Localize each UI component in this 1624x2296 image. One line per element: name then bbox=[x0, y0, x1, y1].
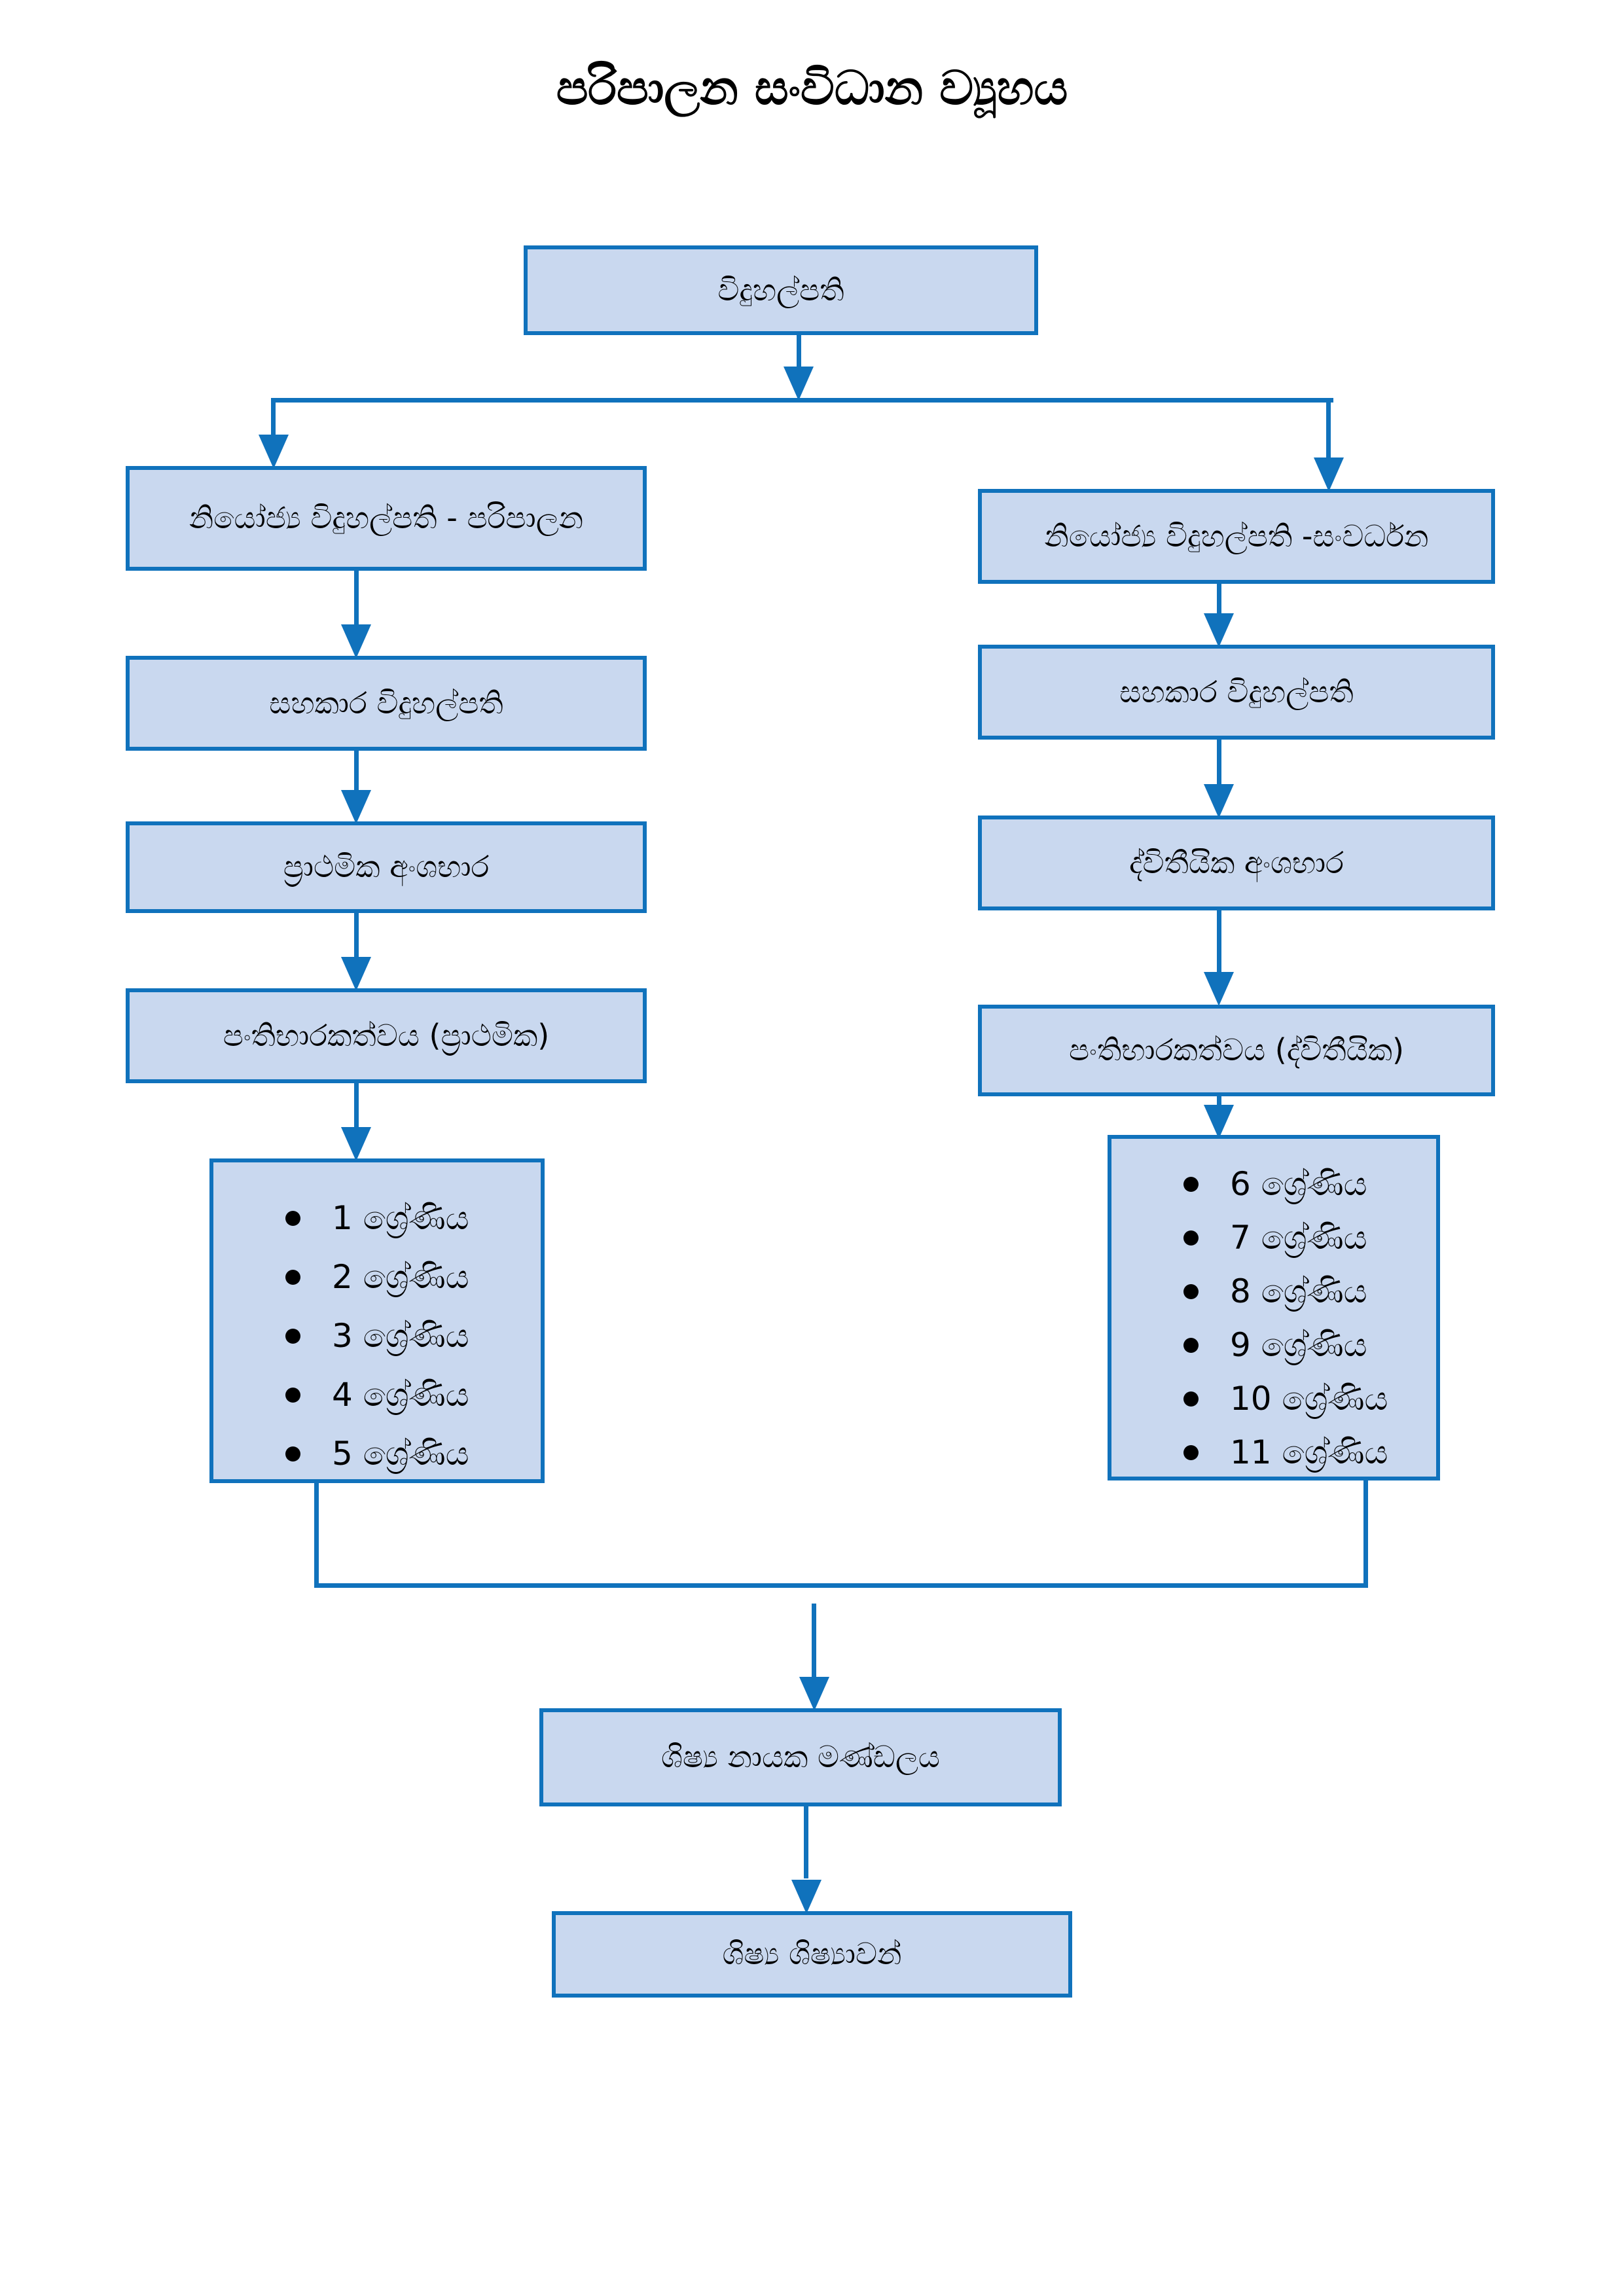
bullet-dot bbox=[1183, 1176, 1199, 1192]
arrowhead-students bbox=[791, 1880, 821, 1914]
arrowhead-left-1 bbox=[341, 624, 371, 658]
grade-list-secondary: 6 ශ්‍රේණිය 7 ශ්‍රේණිය 8 ශ්‍රේණිය 9 ශ්‍රේණිය… bbox=[1111, 1139, 1436, 1479]
grade-label: 11 ශ්‍රේණිය bbox=[1230, 1433, 1388, 1471]
bullet-dot bbox=[1183, 1391, 1199, 1407]
connector-right-4-stem bbox=[1217, 1095, 1221, 1113]
connector-left-4-stem bbox=[354, 1082, 359, 1130]
arrowhead-right-3 bbox=[1204, 972, 1234, 1006]
connector-left-1-stem bbox=[354, 570, 359, 627]
grade-label: 3 ශ්‍රේණිය bbox=[332, 1316, 469, 1355]
grade-item: 7 ශ්‍රේණිය bbox=[1183, 1211, 1436, 1265]
grade-item: 5 ශ්‍රේණිය bbox=[285, 1424, 541, 1483]
connector-right-3-stem bbox=[1217, 909, 1221, 975]
connector-right-1-stem bbox=[1217, 583, 1221, 615]
grade-item: 6 ශ්‍රේණිය bbox=[1183, 1157, 1436, 1211]
bullet-dot bbox=[1183, 1230, 1199, 1246]
connector-branch-right-stem bbox=[1326, 398, 1331, 462]
arrowhead-right-4 bbox=[1204, 1105, 1234, 1139]
node-secondary-section: ද්විතීයික අංශභාර bbox=[978, 816, 1495, 910]
connector-students-stem bbox=[804, 1805, 808, 1878]
bullet-dot bbox=[1183, 1283, 1199, 1299]
grade-label: 8 ශ්‍රේණිය bbox=[1230, 1272, 1367, 1310]
bullet-dot bbox=[285, 1269, 300, 1285]
page-title: පරිපාලන සංවිධාන ව්‍යූහය bbox=[556, 60, 1068, 115]
connector-left-2-stem bbox=[354, 749, 359, 793]
arrowhead-left-4 bbox=[341, 1127, 371, 1161]
arrowhead-right-2 bbox=[1204, 784, 1234, 818]
connector-prefects-stem bbox=[812, 1604, 816, 1677]
grade-label: 2 ශ්‍රේණිය bbox=[332, 1257, 469, 1296]
connector-branch-left-stem bbox=[271, 398, 276, 439]
node-deputy-principal-development: නියෝජ්‍ය විදුහල්පති -සංවර්ධන bbox=[978, 489, 1495, 584]
arrowhead-right-1 bbox=[1204, 613, 1234, 647]
node-class-teacher-primary: පංතිභාරකත්වය (ප්‍රාථමික) bbox=[126, 988, 647, 1083]
connector-right-2-stem bbox=[1217, 738, 1221, 785]
connector-join-right-drop bbox=[1363, 1480, 1368, 1586]
connector-branch-line bbox=[272, 398, 1333, 403]
grade-item: 4 ශ්‍රේණිය bbox=[285, 1365, 541, 1424]
arrowhead-left-2 bbox=[341, 790, 371, 824]
grade-item: 1 ශ්‍රේණිය bbox=[285, 1189, 541, 1247]
arrowhead-principal bbox=[784, 367, 814, 401]
grade-item: 9 ශ්‍රේණිය bbox=[1183, 1318, 1436, 1372]
node-grades-secondary: 6 ශ්‍රේණිය 7 ශ්‍රේණිය 8 ශ්‍රේණිය 9 ශ්‍රේණිය… bbox=[1108, 1135, 1440, 1480]
grade-label: 10 ශ්‍රේණිය bbox=[1230, 1379, 1388, 1418]
connector-join-left-drop bbox=[314, 1480, 319, 1586]
arrowhead-branch-left bbox=[259, 435, 289, 469]
node-students: ශිෂ්‍ය ශිෂ්‍යාවන් bbox=[552, 1911, 1072, 1998]
grade-label: 4 ශ්‍රේණිය bbox=[332, 1375, 469, 1414]
bullet-dot bbox=[1183, 1444, 1199, 1460]
node-principal: විදුහල්පති bbox=[524, 245, 1038, 335]
arrowhead-left-3 bbox=[341, 957, 371, 991]
arrowhead-branch-right bbox=[1314, 457, 1344, 492]
node-assistant-principal-left: සහකාර විදුහල්පති bbox=[126, 656, 647, 751]
node-primary-section: ප්‍රාථමික අංශභාර bbox=[126, 821, 647, 913]
grade-item: 8 ශ්‍රේණිය bbox=[1183, 1265, 1436, 1318]
grade-item: 11 ශ්‍රේණිය bbox=[1183, 1426, 1436, 1479]
grade-label: 7 ශ්‍රේණිය bbox=[1230, 1218, 1367, 1257]
grade-item: 3 ශ්‍රේණිය bbox=[285, 1306, 541, 1365]
grade-label: 6 ශ්‍රේණිය bbox=[1230, 1164, 1367, 1203]
node-grades-primary: 1 ශ්‍රේණිය 2 ශ්‍රේණිය 3 ශ්‍රේණිය 4 ශ්‍රේණිය… bbox=[209, 1158, 545, 1483]
grade-label: 9 ශ්‍රේණිය bbox=[1230, 1325, 1367, 1364]
grade-list-primary: 1 ශ්‍රේණිය 2 ශ්‍රේණිය 3 ශ්‍රේණිය 4 ශ්‍රේණිය… bbox=[213, 1162, 541, 1483]
connector-principal-stem bbox=[797, 334, 801, 370]
grade-label: 5 ශ්‍රේණිය bbox=[332, 1434, 469, 1473]
node-prefects-board: ශිෂ්‍ය නායක මණ්ඩලය bbox=[539, 1708, 1062, 1806]
node-assistant-principal-right: සහකාර විදුහල්පති bbox=[978, 645, 1495, 740]
grade-label: 1 ශ්‍රේණිය bbox=[332, 1198, 469, 1237]
connector-join-line bbox=[314, 1583, 1368, 1588]
grade-item: 10 ශ්‍රේණිය bbox=[1183, 1372, 1436, 1426]
node-deputy-principal-admin: නියෝජ්‍ය විදුහල්පති - පරිපාලන bbox=[126, 466, 647, 571]
bullet-dot bbox=[1183, 1337, 1199, 1353]
bullet-dot bbox=[285, 1446, 300, 1462]
node-class-teacher-secondary: පංතිභාරකත්වය (ද්විතීයික) bbox=[978, 1005, 1495, 1096]
bullet-dot bbox=[285, 1210, 300, 1226]
connector-left-3-stem bbox=[354, 912, 359, 958]
grade-item: 2 ශ්‍රේණිය bbox=[285, 1247, 541, 1306]
arrowhead-prefects bbox=[799, 1677, 829, 1711]
bullet-dot bbox=[285, 1387, 300, 1403]
bullet-dot bbox=[285, 1328, 300, 1344]
